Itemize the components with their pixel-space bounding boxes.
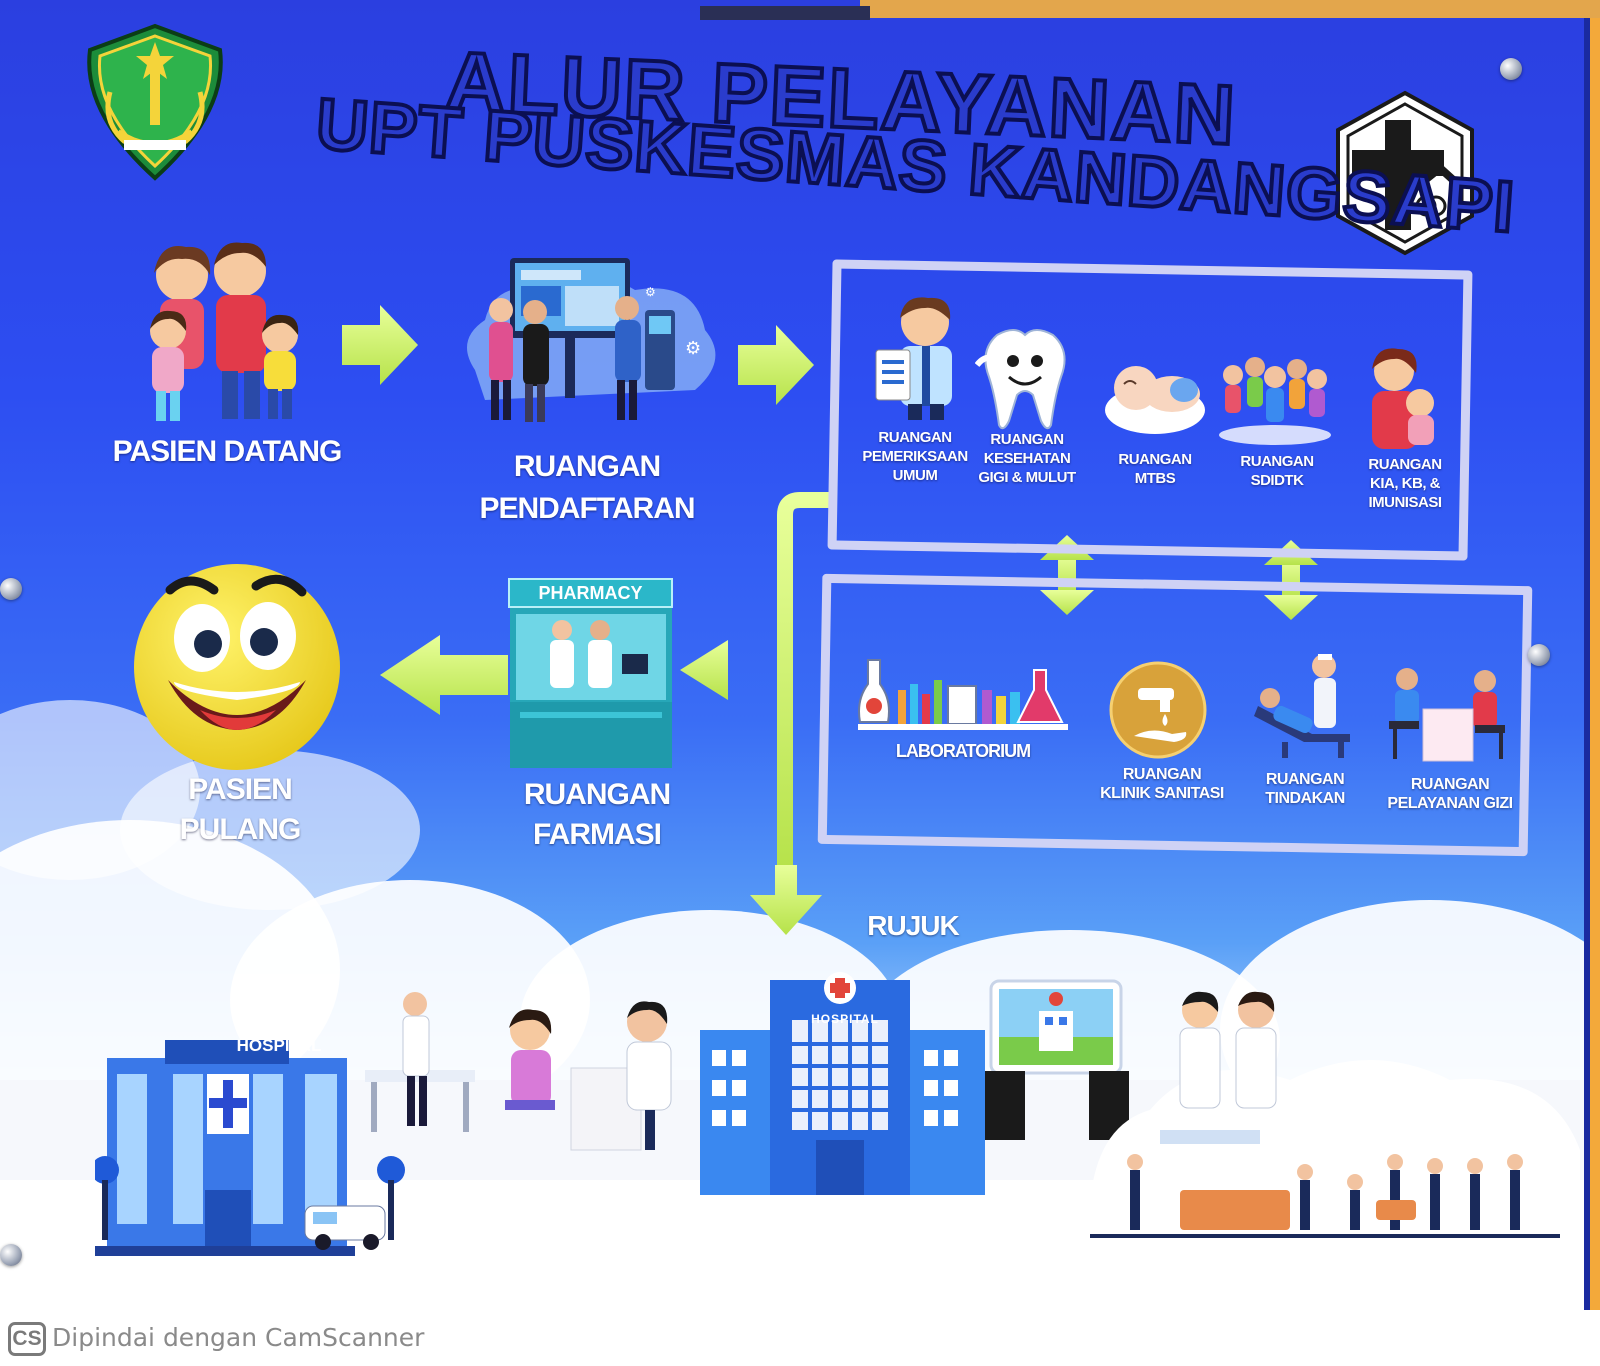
room-label-line: RUANGAN (1410, 776, 1490, 793)
room-label: RUANGAN TINDAKAN (1250, 770, 1360, 808)
wall-strip (700, 6, 870, 20)
step-registration-line: PENDAFTARAN (479, 492, 695, 525)
pin-icon (1500, 58, 1522, 80)
room-label-line: KLINIK SANITASI (1100, 785, 1224, 802)
svg-text:⚙: ⚙ (645, 285, 656, 299)
room-label-line: KIA, KB, & (1370, 475, 1441, 492)
room-label-line: RUANGAN (1265, 771, 1345, 788)
step-referral: RUJUK (867, 910, 959, 941)
puskesmas-logo-icon (1336, 90, 1474, 256)
pin-icon (1528, 644, 1550, 666)
arrow-right (342, 305, 418, 385)
room-label: RUANGAN KIA, KB, & IMUNISASI (1350, 455, 1460, 512)
children-group-icon (1219, 357, 1331, 445)
room-label: LABORATORIUM (868, 740, 1058, 762)
room-label: RUANGAN PELAYANAN GIZI (1375, 775, 1525, 813)
step-patient-arrive: PASIEN DATANG (112, 435, 343, 468)
doctor-consultation-icon (365, 992, 672, 1151)
lab-flasks-icon (858, 659, 1068, 730)
room-label-line: UMUM (892, 467, 938, 484)
step-registration-line: RUANGAN (513, 450, 661, 483)
consultation-desk-icon (1389, 668, 1505, 762)
scan-footer (0, 1310, 1600, 1366)
room-label-line: RUANGAN (1240, 453, 1314, 470)
step-pharmacy: RUANGAN FARMASI (492, 775, 702, 855)
camscanner-logo: CS (8, 1322, 46, 1356)
arrow-double-vertical (1040, 535, 1094, 615)
treatment-bed-icon (1254, 654, 1350, 758)
arrow-left (680, 640, 728, 700)
arrow-right (738, 325, 814, 405)
room-label-line: RUANGAN (990, 431, 1064, 448)
room-label-line: TINDAKAN (1265, 790, 1345, 807)
pin-icon (0, 578, 22, 600)
room-label: RUANGAN KESEHATAN GIGI & MULUT (972, 430, 1082, 487)
hospital-building-icon (95, 1040, 405, 1256)
family-icon (150, 242, 299, 421)
camscanner-watermark: Dipindai dengan CamScanner (52, 1323, 425, 1352)
room-label-line: RUANGAN (1368, 456, 1442, 473)
wall-background (860, 0, 1600, 18)
arrow-double-vertical (1264, 540, 1318, 620)
room-label: RUANGAN SDIDTK (1222, 452, 1332, 490)
arrow-left (380, 635, 508, 715)
room-label-line: KESEHATAN (983, 450, 1071, 467)
room-label-line: RUANGAN (1122, 766, 1202, 783)
room-label-line: PELAYANAN GIZI (1387, 795, 1513, 812)
pharmacy-counter-icon (510, 608, 672, 768)
hospital-tower-icon (700, 972, 985, 1195)
hospital-sign-left: HOSPITAL (236, 1036, 322, 1055)
room-label-line: SDIDTK (1250, 472, 1304, 489)
doctor-clipboard-icon (875, 297, 952, 420)
pharmacy-sign: PHARMACY (508, 578, 673, 608)
room-label-line: RUANGAN (878, 429, 952, 446)
baby-icon (1105, 366, 1205, 434)
step-pharmacy-line: RUANGAN (523, 778, 671, 811)
step-patient-leave-line: PULANG (179, 813, 302, 846)
poster: ALUR PELAYANAN UPT PUSKESMAS KANDANGSAPI (0, 0, 1590, 1310)
mother-child-icon (1372, 348, 1434, 449)
smiley-face-icon (134, 564, 340, 770)
room-label: RUANGAN KLINIK SANITASI (1092, 765, 1232, 803)
pin-icon (0, 1244, 22, 1266)
room-label: RUANGAN PEMERIKSAAN UMUM (850, 428, 980, 485)
svg-text:⚙: ⚙ (685, 338, 701, 359)
step-patient-leave: PASIEN PULANG (140, 770, 340, 850)
tooth-icon (975, 329, 1066, 430)
room-label: RUANGAN MTBS (1100, 450, 1210, 488)
registration-desk-icon: ⚙ ⚙ (467, 258, 716, 422)
room-label-line: IMUNISASI (1368, 494, 1442, 511)
hospital-sign-center: HOSPITAL (811, 1012, 879, 1026)
pharmacy-sign-text: PHARMACY (538, 583, 643, 603)
arrow-down (750, 865, 822, 935)
tablet-map-icon (985, 979, 1129, 1140)
step-pharmacy-line: FARMASI (533, 818, 662, 851)
faucet-hand-icon (1109, 661, 1207, 759)
room-label-line: GIGI & MULUT (978, 469, 1076, 486)
hospital-lobby-icon (1090, 991, 1580, 1260)
step-registration: RUANGAN PENDAFTARAN (462, 446, 712, 530)
flow-arrows (342, 305, 1318, 935)
regency-emblem-icon (87, 23, 223, 181)
connector-bar (777, 492, 836, 870)
step-patient-leave-line: PASIEN (188, 773, 292, 806)
room-label-line: PEMERIKSAAN (862, 448, 968, 465)
room-label-line: RUANGAN (1118, 451, 1192, 468)
room-label-line: LABORATORIUM (895, 741, 1031, 761)
room-label-line: MTBS (1134, 470, 1176, 487)
